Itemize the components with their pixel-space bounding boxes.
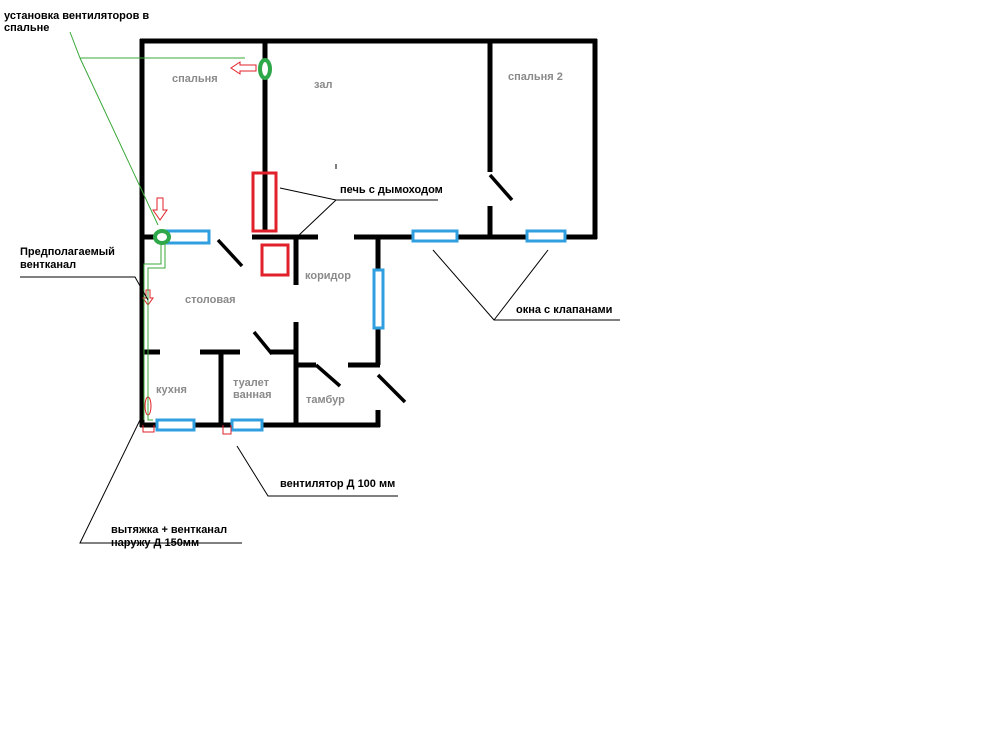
- window-bedroom2: [525, 229, 567, 243]
- room-label-bedroom2: спальня 2: [508, 71, 563, 83]
- window-corridor: [372, 268, 385, 330]
- doors: [216, 173, 514, 404]
- arrow-down-icon: [152, 197, 168, 221]
- duct-path-2: [143, 243, 162, 420]
- arrow-down-small-icon: [142, 289, 154, 306]
- leader-stove-2: [297, 199, 337, 237]
- room-label-bathroom: ванная: [233, 389, 272, 401]
- leader-hood: [79, 419, 242, 544]
- room-label-hall: зал: [314, 79, 332, 91]
- note-hood-line2: наружу Д 150мм: [111, 537, 199, 549]
- room-label-corridor: коридор: [305, 270, 351, 282]
- fans: [153, 58, 272, 245]
- window-kitchen: [155, 418, 196, 432]
- room-label-toilet: туалет: [233, 377, 270, 389]
- window-dining: [163, 229, 211, 245]
- room-label-bedroom: спальня: [172, 73, 218, 85]
- fan-outlet: [222, 425, 232, 435]
- windows: [155, 229, 567, 432]
- fan-dining: [153, 229, 171, 245]
- leader-lines: [20, 164, 620, 544]
- door-vestibule: [314, 363, 342, 388]
- stove-with-chimney: [251, 171, 290, 277]
- leader-duct: [20, 276, 149, 301]
- duct-path: [147, 243, 166, 421]
- leader-fan100: [236, 445, 398, 497]
- note-hood-line1: вытяжка + вентканал: [111, 524, 227, 536]
- hood-outlet: [142, 425, 155, 433]
- note-windows: окна с клапанами: [516, 304, 612, 316]
- leader-windows-2: [493, 249, 549, 321]
- arrow-left-icon: [230, 61, 257, 75]
- note-duct-line2: вентканал: [20, 259, 76, 271]
- stove: [260, 243, 290, 277]
- fan-bedroom-wall: [258, 58, 272, 80]
- door-toilet: [252, 330, 274, 356]
- room-label-vestibule: тамбур: [306, 394, 345, 406]
- duct-pointer-line: [69, 31, 159, 226]
- annotations: установка вентиляторов в спальне Предпол…: [4, 10, 612, 549]
- duct-route: [69, 31, 245, 421]
- window-hall-1: [411, 229, 459, 243]
- door-entrance: [376, 373, 407, 404]
- note-fans-bedroom-line2: спальне: [4, 22, 49, 34]
- chimney: [251, 171, 278, 233]
- note-fan100: вентилятор Д 100 мм: [280, 478, 395, 490]
- door-bedroom2: [488, 173, 514, 202]
- note-fans-bedroom-line1: установка вентиляторов в: [4, 10, 149, 22]
- room-label-kitchen: кухня: [156, 384, 187, 396]
- note-duct-line1: Предполагаемый: [20, 246, 115, 258]
- note-stove: печь с дымоходом: [340, 184, 443, 196]
- door-dining: [216, 238, 244, 268]
- room-labels: спальня зал спальня 2 коридор столовая к…: [156, 71, 563, 406]
- room-label-dining: столовая: [185, 294, 236, 306]
- window-toilet: [230, 418, 264, 432]
